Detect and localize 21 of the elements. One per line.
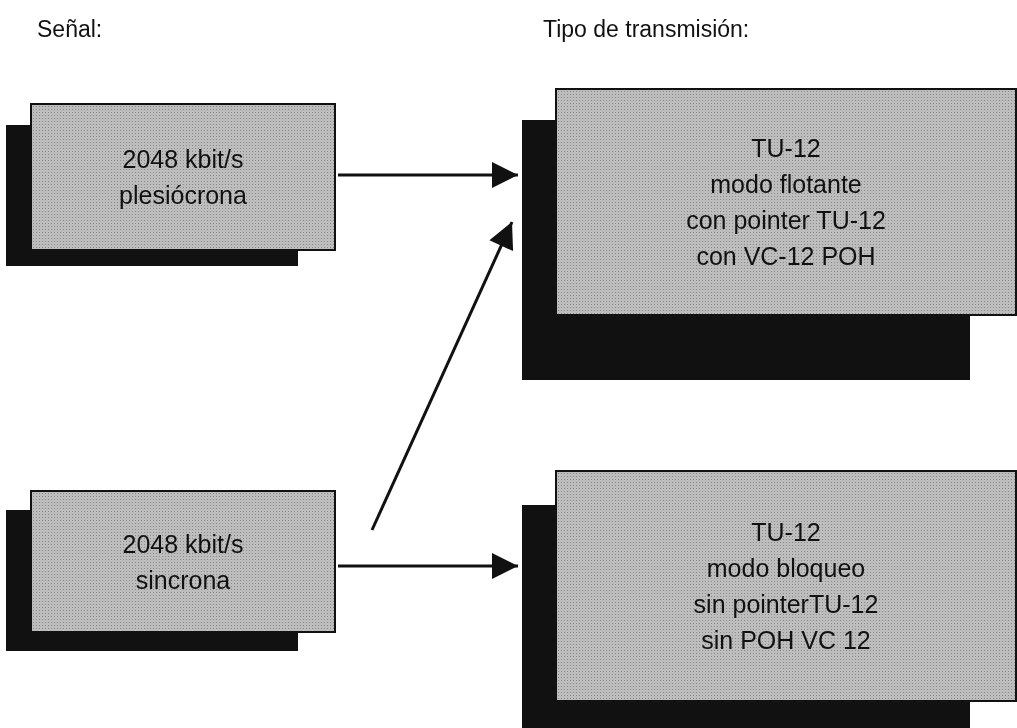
box-text: sin pointerTU-12 (693, 589, 879, 620)
box-text: con pointer TU-12 (686, 205, 886, 236)
box-text: TU-12 (751, 517, 821, 548)
column-heading: Tipo de transmisión: (543, 16, 750, 43)
box-text: modo bloqueo (706, 553, 866, 584)
box-text: 2048 kbit/s (122, 528, 244, 560)
text-box (555, 470, 1017, 702)
box-text: sin POH VC 12 (701, 625, 871, 656)
arrow (338, 162, 518, 188)
text-box (30, 490, 336, 633)
box-text: con VC-12 POH (696, 241, 876, 272)
text-box (555, 88, 1017, 316)
arrow (338, 553, 518, 579)
text-box (30, 103, 336, 251)
box-text: 2048 kbit/s (122, 144, 244, 175)
box-text: plesiócrona (119, 180, 247, 211)
arrow (370, 221, 514, 531)
column-heading: Señal: (37, 16, 103, 43)
box-text: modo flotante (710, 169, 862, 200)
box-text: sincrona (135, 564, 231, 596)
box-text: TU-12 (751, 133, 821, 164)
